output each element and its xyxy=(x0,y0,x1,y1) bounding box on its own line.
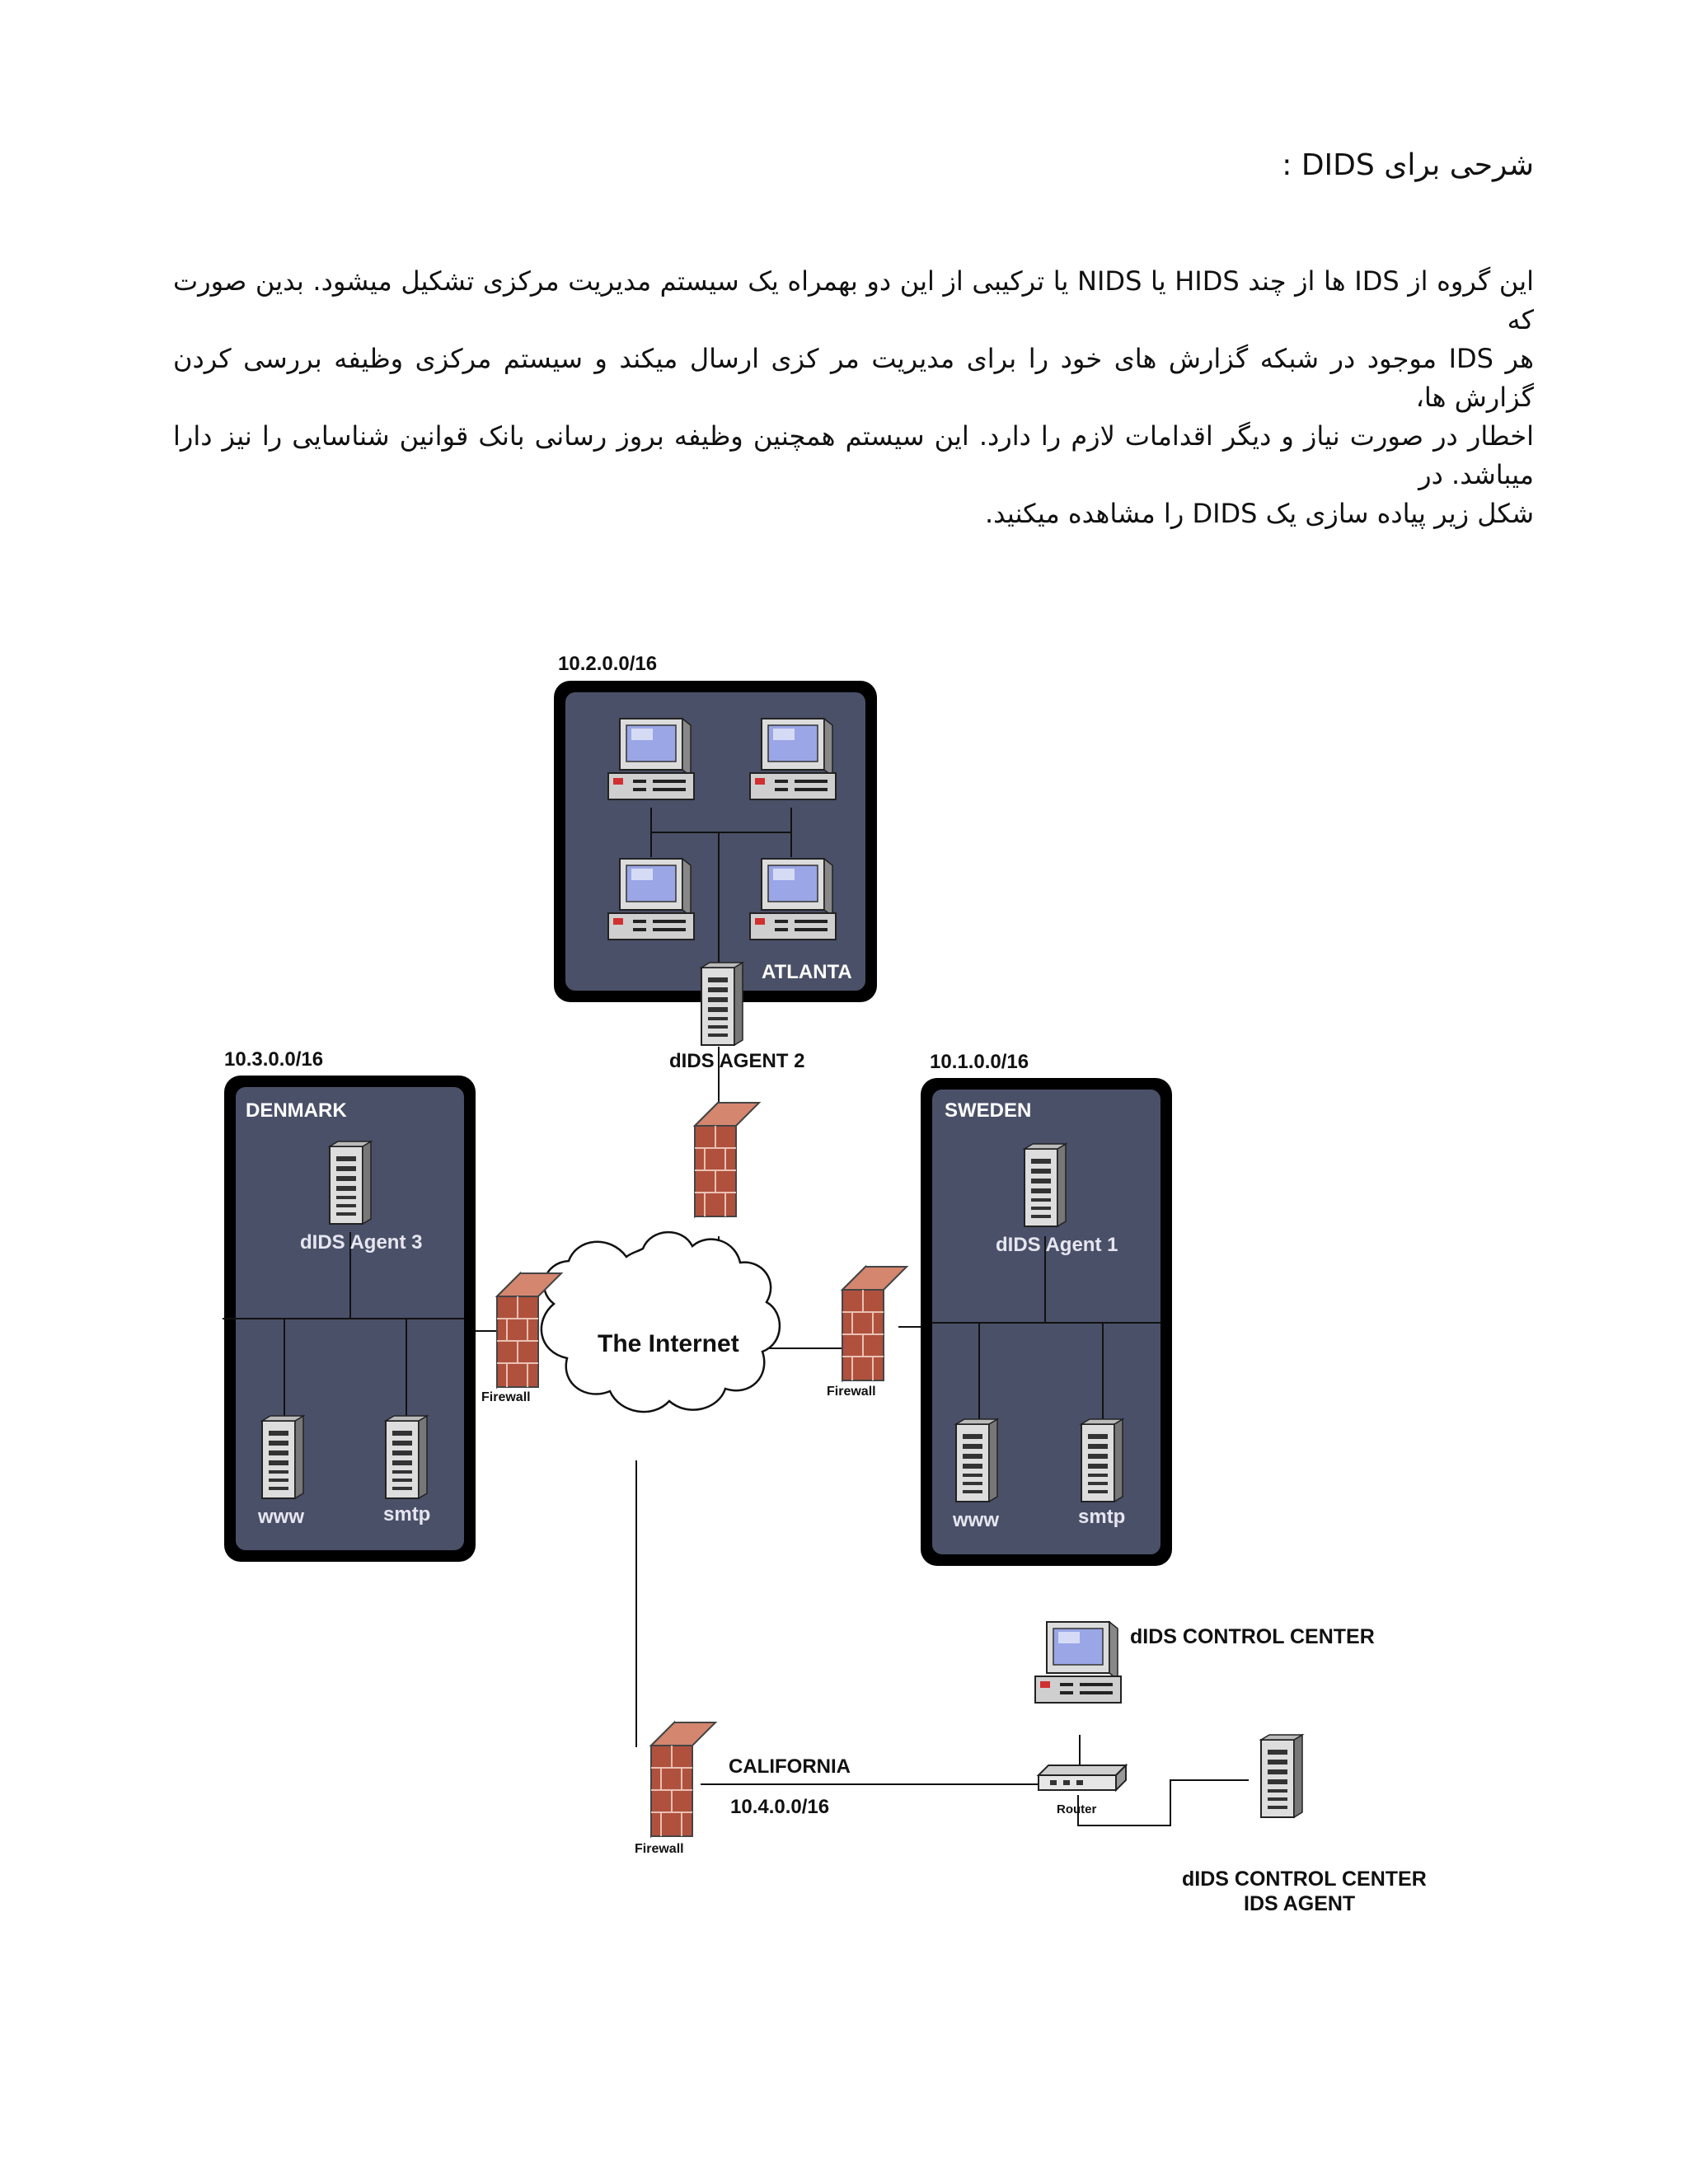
workstation-icon xyxy=(749,718,837,800)
internet-label: The Internet xyxy=(598,1330,739,1357)
internet-cloud: The Internet xyxy=(540,1230,781,1413)
paragraph-line: اخطار در صورت نیاز و دیگر اقدامات لازم ر… xyxy=(173,420,1534,490)
control-agent-label-line2: IDS AGENT xyxy=(1244,1892,1355,1915)
paragraph-line: شکل زیر پیاده سازی یک DIDS را مشاهده میک… xyxy=(984,498,1534,529)
denmark-www-label: www xyxy=(257,1506,304,1528)
sweden-www-label: www xyxy=(952,1509,999,1531)
atlanta-agent-label: dIDS AGENT 2 xyxy=(669,1050,804,1072)
document-paragraph: این گروه از IDS ها از چند HIDS یا NIDS ی… xyxy=(173,262,1534,533)
workstation-icon xyxy=(607,858,695,940)
control-center-ids-agent-server-icon xyxy=(1260,1734,1303,1818)
router-label: Router xyxy=(1057,1802,1096,1816)
ids-agent-server-icon xyxy=(701,962,743,1046)
www-server-icon xyxy=(955,1418,998,1502)
firewall-icon xyxy=(694,1102,760,1217)
firewall-icon xyxy=(842,1266,907,1381)
document-heading: شرحی برای DIDS : xyxy=(1282,148,1534,182)
workstation-icon xyxy=(749,858,837,940)
firewall-label: Firewall xyxy=(635,1842,684,1856)
control-agent-label-line1: dIDS CONTROL CENTER xyxy=(1182,1868,1427,1891)
atlanta-subnet-label: 10.2.0.0/16 xyxy=(558,653,657,675)
sweden-agent-label: dIDS Agent 1 xyxy=(996,1234,1118,1256)
firewall-icon xyxy=(650,1722,716,1837)
sweden-name-label: SWEDEN xyxy=(945,1099,1031,1122)
paragraph-line: هر IDS موجود در شبکه گزارش های خود را بر… xyxy=(173,343,1535,413)
network-links xyxy=(471,1047,1249,1826)
denmark-agent-label: dIDS Agent 3 xyxy=(300,1231,422,1254)
sweden-subnet-label: 10.1.0.0/16 xyxy=(930,1051,1029,1073)
workstation-icon xyxy=(607,718,695,800)
smtp-server-icon xyxy=(1081,1418,1123,1502)
denmark-zone: 10.3.0.0/16 DENMARK dIDS Agent 3 www smt… xyxy=(223,1048,476,1562)
firewall-label: Firewall xyxy=(481,1390,531,1404)
atlanta-name-label: ATLANTA xyxy=(762,961,852,983)
sweden-smtp-label: smtp xyxy=(1078,1506,1125,1528)
sweden-zone: 10.1.0.0/16 SWEDEN dIDS Agent 1 www smtp xyxy=(921,1051,1172,1566)
firewall-label: Firewall xyxy=(827,1385,876,1399)
california-subnet-label: 10.4.0.0/16 xyxy=(730,1796,829,1818)
denmark-smtp-label: smtp xyxy=(383,1503,430,1526)
smtp-server-icon xyxy=(385,1415,428,1499)
www-server-icon xyxy=(261,1415,304,1499)
control-center-workstation-icon xyxy=(1034,1621,1122,1704)
ids-agent-server-icon xyxy=(329,1141,372,1225)
denmark-subnet-label: 10.3.0.0/16 xyxy=(224,1048,323,1071)
atlanta-zone: 10.2.0.0/16 ATLANTA dIDS AGENT 2 xyxy=(554,653,877,1072)
paragraph-line: این گروه از IDS ها از چند HIDS یا NIDS ی… xyxy=(173,265,1535,335)
denmark-name-label: DENMARK xyxy=(246,1099,347,1122)
control-center-label: dIDS CONTROL CENTER xyxy=(1130,1625,1375,1648)
california-name-label: CALIFORNIA xyxy=(729,1755,851,1778)
ids-agent-server-icon xyxy=(1024,1143,1067,1227)
router-icon xyxy=(1036,1763,1128,1793)
dids-network-diagram: 10.2.0.0/16 ATLANTA dIDS AGENT 2 10.3.0.… xyxy=(223,653,1427,1915)
